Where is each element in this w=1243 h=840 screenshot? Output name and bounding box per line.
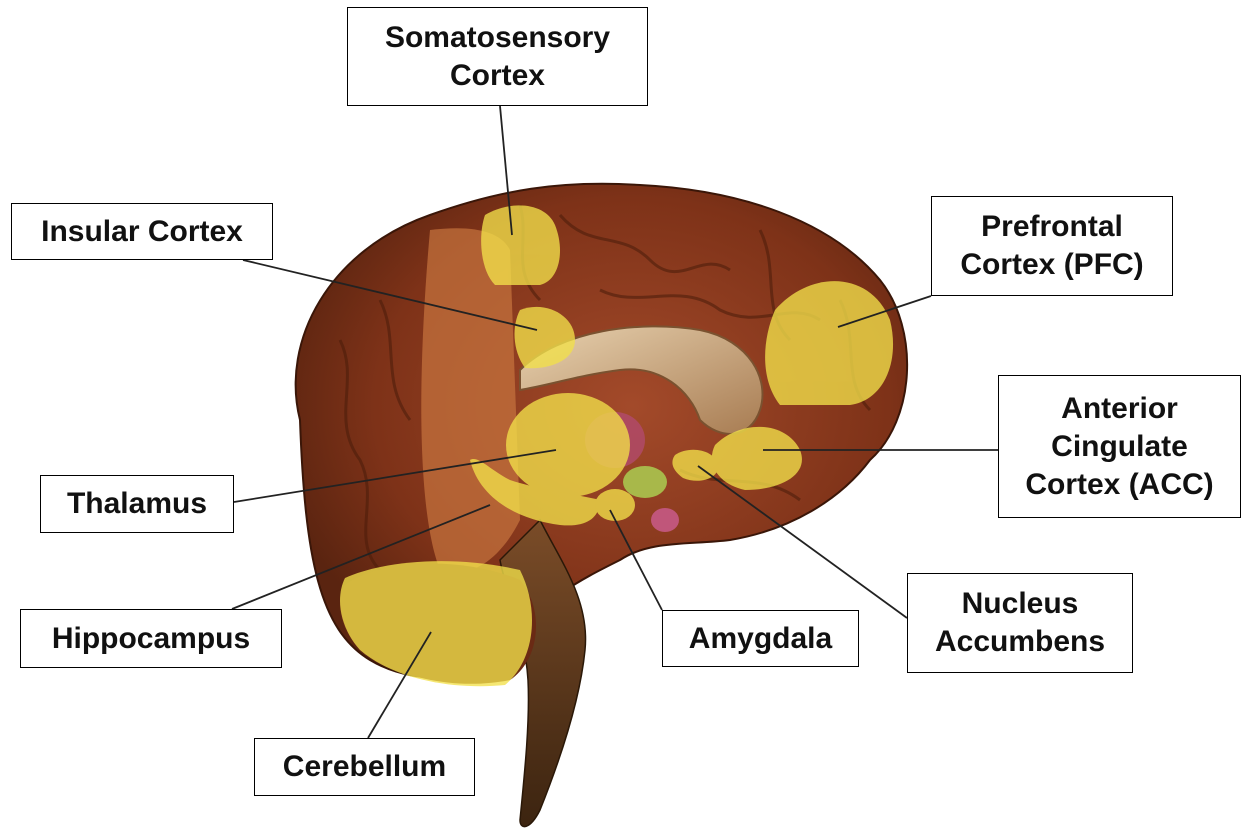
region-thalamus	[506, 393, 630, 497]
label-anterior-cingulate-cortex: Anterior Cingulate Cortex (ACC)	[998, 375, 1241, 518]
label-insular-cortex: Insular Cortex	[11, 203, 273, 260]
label-cerebellum: Cerebellum	[254, 738, 475, 796]
region-amygdala	[595, 489, 635, 521]
label-prefrontal-cortex: Prefrontal Cortex (PFC)	[931, 196, 1173, 296]
region-somatosensory	[481, 205, 560, 285]
mammillary	[651, 508, 679, 532]
label-hippocampus: Hippocampus	[20, 609, 282, 668]
label-somatosensory-cortex: Somatosensory Cortex	[347, 7, 648, 106]
label-nucleus-accumbens: Nucleus Accumbens	[907, 573, 1133, 673]
region-cerebellum	[340, 561, 532, 686]
label-thalamus: Thalamus	[40, 475, 234, 533]
limbic-green	[623, 466, 667, 498]
label-amygdala: Amygdala	[662, 610, 859, 667]
